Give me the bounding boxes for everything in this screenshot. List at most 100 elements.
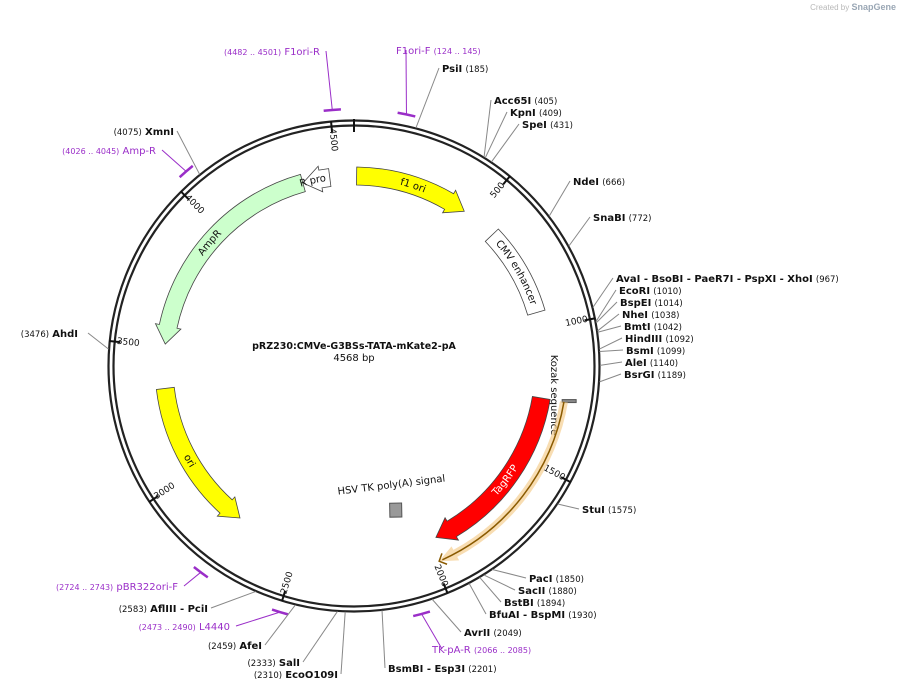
feature-hsv-tk-poly-a-signal[interactable]: HSV TK poly(A) signal [337, 474, 446, 518]
bsmbi-esp3i-coord: (2201) [468, 665, 496, 675]
stui-leader [557, 503, 580, 510]
enzyme-bspei[interactable]: BspEI (1014) [595, 298, 683, 324]
enzyme-xmni[interactable]: (4075) XmnI [114, 127, 201, 175]
bmti-coord: (1042) [654, 323, 682, 333]
sali-label: (2333) SalI [247, 658, 300, 669]
bsmbi-esp3i-leader [381, 610, 386, 669]
ecoo109i-coord: (2310) [254, 671, 282, 681]
avai-bsobi-paer7i-pspxi-xhoi-name: AvaI - BsoBI - PaeR7I - PspXI - XhoI [616, 274, 813, 285]
enzyme-kpni[interactable]: KpnI (409) [484, 108, 562, 159]
f1-ori-shape [356, 166, 465, 214]
feature-tagrfp[interactable]: TagRFP [435, 396, 551, 541]
afliii-pcii-leader [210, 591, 256, 609]
enzyme-sali[interactable]: (2333) SalI [247, 611, 338, 669]
tick-label: 2000 [431, 563, 449, 588]
spei-coord: (431) [550, 121, 573, 131]
avai-bsobi-paer7i-pspxi-xhoi-label: AvaI - BsoBI - PaeR7I - PspXI - XhoI (96… [616, 274, 839, 285]
pbr322ori-f-label: (2724 .. 2743) pBR322ori-F [56, 582, 178, 593]
feature-f1-ori[interactable]: f1 ori [356, 166, 465, 214]
enzyme-acc65i[interactable]: Acc65I (405) [483, 96, 557, 158]
enzyme-alei[interactable]: AleI (1140) [599, 358, 678, 369]
acc65i-label: Acc65I (405) [494, 96, 557, 107]
enzyme-spei[interactable]: SpeI (431) [491, 120, 573, 163]
tk-pa-r-coord: (2066 .. 2085) [474, 646, 531, 655]
tick-label: 1000 [564, 315, 589, 329]
enzyme-ecori[interactable]: EcoRI (1010) [595, 286, 682, 322]
tick-3500 [109, 340, 121, 344]
ampr-promoter-shape [302, 165, 332, 193]
tick-2500 [281, 590, 287, 602]
enzyme-bmti[interactable]: BmtI (1042) [597, 322, 682, 333]
alei-name: AleI [625, 358, 647, 369]
primer-f1ori-r[interactable]: (4482 .. 4501) F1ori-R [224, 47, 341, 113]
ahdi-label: (3476) AhdI [21, 329, 78, 340]
tick-label: 3500 [116, 337, 140, 349]
enzyme-afei[interactable]: (2459) AfeI [208, 604, 296, 652]
paci-coord: (1850) [556, 575, 584, 585]
l4440-leader [235, 611, 281, 627]
ahdi-name: AhdI [52, 329, 78, 340]
primer-f1ori-f[interactable]: F1ori-F (124 .. 145) [396, 46, 481, 118]
primer-tk-pa-r[interactable]: TK-pA-R (2066 .. 2085) [412, 610, 531, 656]
f1ori-r-mark [323, 108, 341, 113]
enzyme-ecoo109i[interactable]: (2310) EcoO109I [254, 611, 346, 681]
avrii-coord: (2049) [493, 629, 521, 639]
f1ori-r-leader [325, 50, 333, 110]
enzyme-bfuai-bspmi[interactable]: BfuAI - BspMI (1930) [468, 583, 597, 621]
avrii-label: AvrII (2049) [464, 628, 522, 639]
enzyme-bsmi[interactable]: BsmI (1099) [599, 346, 686, 357]
bsmi-name: BsmI [626, 346, 654, 357]
feature-cmv-enhancer[interactable]: CMV enhancer [484, 228, 546, 316]
enzyme-avai-bsobi-paer7i-pspxi-xhoi[interactable]: AvaI - BsoBI - PaeR7I - PspXI - XhoI (96… [592, 274, 839, 308]
enzyme-bsmbi-esp3i[interactable]: BsmBI - Esp3I (2201) [381, 610, 497, 675]
bspei-name: BspEI [620, 298, 651, 309]
tick-1000 [584, 317, 596, 322]
ahdi-leader [87, 332, 109, 350]
sali-coord: (2333) [247, 659, 275, 669]
bsmi-label: BsmI (1099) [626, 346, 685, 357]
bspei-leader [595, 301, 618, 324]
acc65i-leader [483, 99, 492, 158]
avrii-name: AvrII [464, 628, 490, 639]
acc65i-name: Acc65I [494, 96, 531, 107]
ecori-coord: (1010) [653, 287, 681, 297]
enzyme-paci[interactable]: PacI (1850) [492, 568, 584, 585]
bfuai-bspmi-leader [468, 583, 487, 615]
sacii-leader [483, 574, 516, 591]
afei-label: (2459) AfeI [208, 641, 262, 652]
ecoo109i-name: EcoO109I [285, 670, 338, 681]
enzyme-ndei[interactable]: NdeI (666) [548, 177, 625, 217]
kpni-label: KpnI (409) [510, 108, 562, 119]
primer-amp-r[interactable]: (4026 .. 4045) Amp-R [62, 146, 194, 179]
feature-ori[interactable]: ori [155, 386, 241, 519]
enzyme-psii[interactable]: PsiI (185) [415, 64, 488, 129]
enzyme-stui[interactable]: StuI (1575) [557, 503, 637, 516]
enzyme-bsrgi[interactable]: BsrGI (1189) [599, 370, 686, 383]
ahdi-coord: (3476) [21, 330, 49, 340]
sacii-label: SacII (1880) [518, 586, 577, 597]
enzyme-avrii[interactable]: AvrII (2049) [431, 598, 522, 639]
snabi-coord: (772) [629, 214, 652, 224]
enzyme-snabi[interactable]: SnaBI (772) [568, 213, 652, 247]
enzyme-bstbi[interactable]: BstBI (1894) [479, 577, 565, 609]
enzyme-sacii[interactable]: SacII (1880) [483, 574, 577, 597]
feature-mkate2[interactable] [438, 401, 568, 565]
primer-pbr322ori-f[interactable]: (2724 .. 2743) pBR322ori-F [56, 566, 209, 593]
bsrgi-coord: (1189) [658, 371, 686, 381]
nhei-name: NheI [622, 310, 648, 321]
snabi-label: SnaBI (772) [593, 213, 651, 224]
f1ori-r-label: (4482 .. 4501) F1ori-R [224, 47, 320, 58]
enzyme-hindiii[interactable]: HindIII (1092) [599, 334, 694, 350]
feature-kozak-sequence[interactable]: Kozak sequence [548, 355, 577, 436]
enzyme-ahdi[interactable]: (3476) AhdI [21, 329, 109, 350]
kpni-coord: (409) [539, 109, 562, 119]
enzyme-afliii-pcii[interactable]: (2583) AflIII - PciI [119, 591, 256, 615]
enzyme-nhei[interactable]: NheI (1038) [597, 310, 679, 332]
cmv-enhancer-shape [484, 228, 546, 316]
feature-ampr-promoter[interactable]: AmpR promoter [0, 0, 332, 193]
bstbi-name: BstBI [504, 598, 534, 609]
feature-ampr[interactable]: AmpR [154, 173, 306, 345]
plasmid-length: 4568 bp [333, 353, 374, 364]
